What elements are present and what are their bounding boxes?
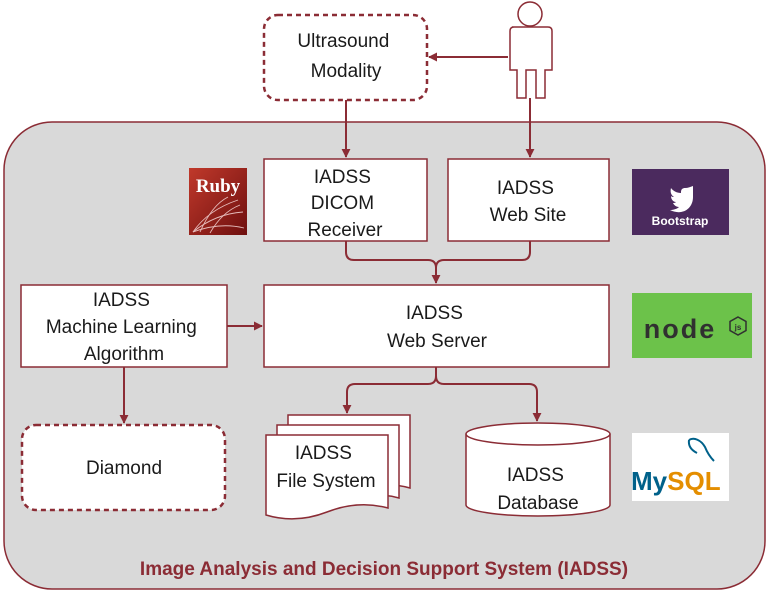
svg-text:Bootstrap: Bootstrap <box>652 214 709 228</box>
person-icon <box>509 1 553 99</box>
connector-website-to-merge <box>435 241 531 269</box>
dicom-label-line-1: IADSS <box>314 167 371 188</box>
diamond-node: Diamond <box>20 423 227 512</box>
ml-label-line-2: Machine Learning <box>46 317 197 338</box>
web-server-node: IADSS Web Server <box>263 284 610 368</box>
nodejs-logo: node js <box>632 293 752 358</box>
web-site-node: IADSS Web Site <box>447 158 610 242</box>
database-label-line-2: Database <box>497 493 578 514</box>
ml-algorithm-node: IADSS Machine Learning Algorithm <box>20 284 228 368</box>
webserver-label-line-2: Web Server <box>387 331 488 352</box>
svg-text:IADSS Web Server: IADSS Web Server <box>387 303 488 352</box>
arrow-webserver-to-database <box>435 375 542 422</box>
ultrasound-modality-node: Ultrasound Modality <box>262 13 429 102</box>
filesystem-label-line-1: IADSS <box>295 443 352 464</box>
arrow-webserver-to-filesystem <box>342 375 437 414</box>
filesystem-label-line-2: File System <box>276 471 375 492</box>
ultrasound-label-line-1: Ultrasound <box>297 31 389 52</box>
svg-text:js: js <box>734 323 742 332</box>
bootstrap-logo: Bootstrap <box>632 169 729 235</box>
database-label-line-1: IADSS <box>507 465 564 486</box>
svg-text:MySQL: MySQL <box>631 466 721 496</box>
connector-dicom-to-merge <box>345 241 437 269</box>
webserver-label-line-1: IADSS <box>406 303 463 324</box>
svg-text:Ruby: Ruby <box>196 176 241 197</box>
diamond-label: Diamond <box>86 458 162 479</box>
ml-label-line-3: Algorithm <box>84 344 164 365</box>
dolphin-icon <box>687 437 715 462</box>
svg-text:IADSS Web Site: IADSS Web Site <box>490 178 567 226</box>
svg-text:IADSS Machine Learning: IADSS Machine Learning Algorithm <box>46 290 202 365</box>
svg-text:node: node <box>644 314 717 344</box>
bird-icon <box>670 186 693 213</box>
svg-text:IADSS File System: IADSS File System <box>276 443 375 492</box>
system-title: Image Analysis and Decision Support Syst… <box>140 559 628 580</box>
dicom-label-line-3: Receiver <box>308 220 384 241</box>
website-label-line-1: IADSS <box>497 178 554 199</box>
svg-text:Diamond: Diamond <box>86 458 162 479</box>
svg-text:Ultrasound Modality: Ultrasound Modality <box>297 31 394 82</box>
database-node: IADSS Database <box>465 422 611 517</box>
mysql-logo: MySQL <box>631 433 729 501</box>
file-system-node: IADSS File System <box>265 414 411 520</box>
dicom-receiver-node: IADSS DICOM Receiver <box>263 158 428 242</box>
ml-label-line-1: IADSS <box>93 290 150 311</box>
dicom-label-line-2: DICOM <box>311 193 374 214</box>
ultrasound-label-line-2: Modality <box>311 61 382 82</box>
website-label-line-2: Web Site <box>490 205 567 226</box>
ruby-logo: Ruby <box>189 168 247 235</box>
svg-text:IADSS DICOM Receiv: IADSS DICOM Receiver <box>308 167 384 241</box>
svg-text:IADSS Database: IADSS Database <box>497 465 578 514</box>
